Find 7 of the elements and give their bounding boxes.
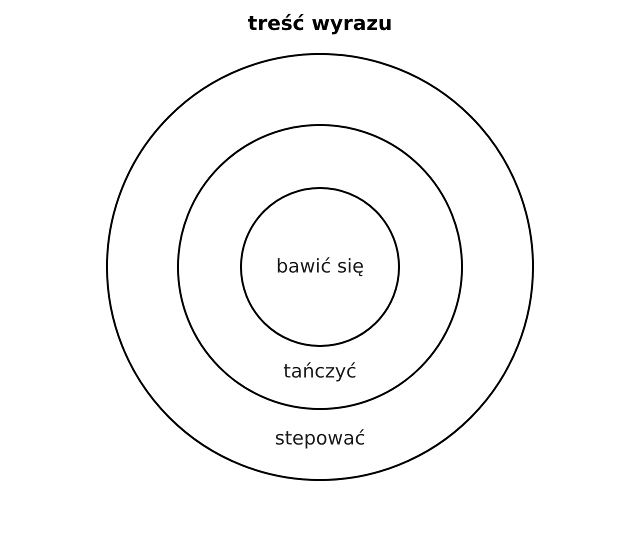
inner-circle [240, 187, 400, 347]
outer-circle [106, 53, 534, 481]
circle-label: bawić się [276, 256, 364, 278]
middle-circle [177, 124, 463, 410]
circle-label: stepować [274, 427, 366, 450]
title: treść wyrazu [248, 11, 392, 35]
circle-label: tańczyć [283, 360, 357, 383]
